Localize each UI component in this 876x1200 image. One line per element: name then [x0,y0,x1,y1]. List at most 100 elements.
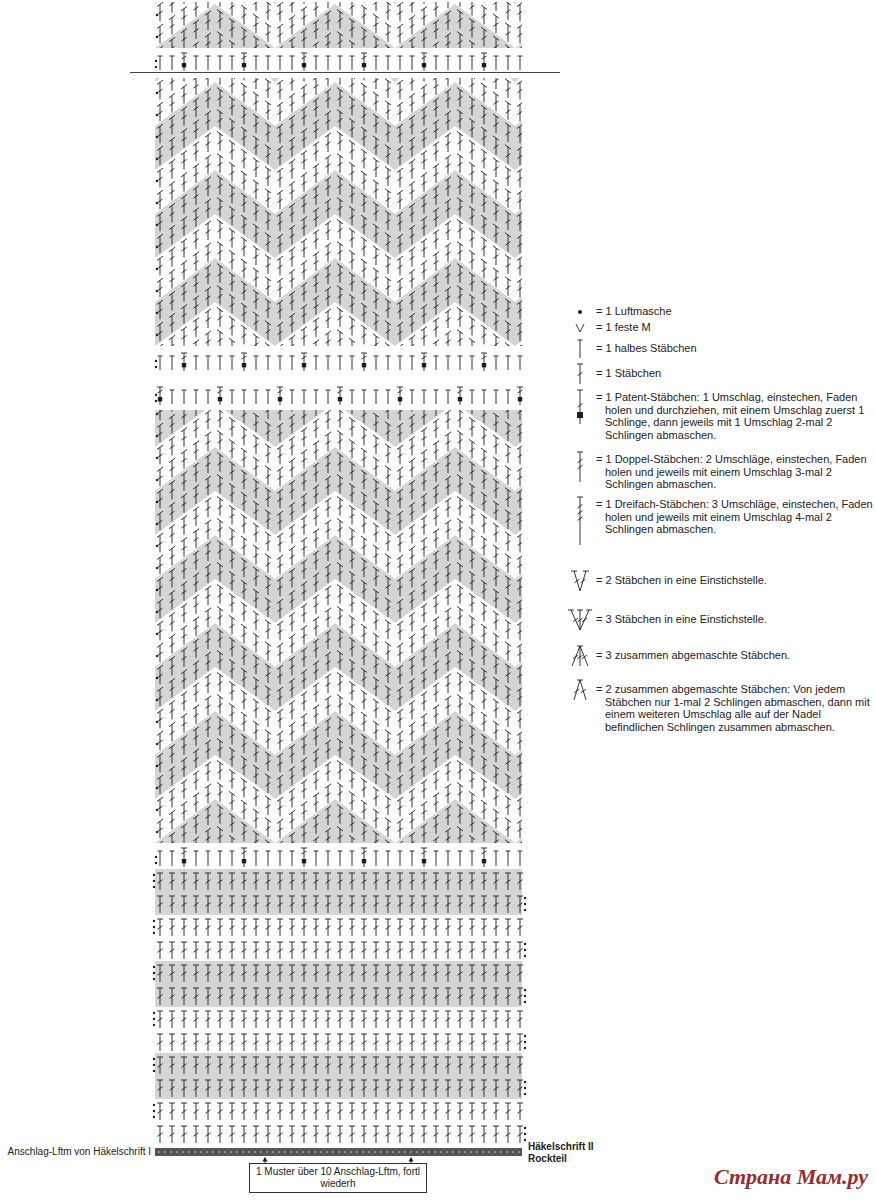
zigzag-section [155,2,522,48]
chain-dot [153,880,155,882]
chain-dot [524,989,526,991]
chain-dot [155,400,157,402]
shaded-band [155,535,522,623]
chain-dot [524,949,526,951]
treble-row [157,1011,523,1028]
foundation-dot [326,1151,328,1153]
chain-dot [524,1139,526,1141]
foundation-dot [428,1151,430,1153]
chain-dot [153,1064,155,1066]
chain-dot [153,920,155,922]
foundation-dot [458,1151,460,1153]
chain-dot [153,1116,155,1118]
treble-row [157,942,523,959]
chain-dot [524,1041,526,1043]
foundation-dot [320,1151,322,1153]
foundation-dot [392,1151,394,1153]
shaded-band [155,170,522,258]
stitch-symbol [576,324,584,332]
legend-text: = 2 Stäbchen in eine Einstichstelle. [596,574,873,587]
chain-dot [155,66,157,68]
foundation-dot [464,1151,466,1153]
shaded-band [155,82,522,170]
foundation-dot [272,1151,274,1153]
foundation-dot [410,1151,412,1153]
foundation-dot [314,1151,316,1153]
foundation-dot [248,1151,250,1153]
legend-text: = 3 Stäbchen in eine Einstichstelle. [596,613,873,626]
shaded-band [155,258,522,346]
chain-dot [524,909,526,911]
stitch-symbol [577,452,583,482]
treble-row [157,1080,523,1097]
chain-dot [524,1081,526,1083]
section-rule [130,72,560,73]
foundation-dot [308,1151,310,1153]
chain-dot [153,1104,155,1106]
patent-row [158,848,523,867]
foundation-dot [164,1151,166,1153]
foundation-dot [386,1151,388,1153]
stitch-symbol [577,364,583,384]
foundation-dot [212,1151,214,1153]
foundation-dot [278,1151,280,1153]
stitch-symbol [571,571,589,591]
patent-row [158,53,523,71]
chain-dot [155,856,157,858]
treble-row [157,896,523,913]
foundation-dot [284,1151,286,1153]
legend-text: = 1 Doppel-Stäbchen: 2 Umschläge, einste… [596,453,873,491]
foundation-dot [422,1151,424,1153]
foundation-dot [476,1151,478,1153]
zigzag-stitches [157,410,522,843]
chain-dot [524,1127,526,1129]
shaded-row [155,1076,522,1099]
foundation-dot [452,1151,454,1153]
foundation-dot [224,1151,226,1153]
shaded-band [155,623,522,711]
foundation-dot [374,1151,376,1153]
shaded-band [155,447,522,535]
foundation-dot [344,1151,346,1153]
foundation-dot [206,1151,208,1153]
shaded-row [155,984,522,1007]
foundation-dot [362,1151,364,1153]
foundation-dot [182,1151,184,1153]
chart-title: Häkelschrift II Rockteil [528,1141,612,1165]
foundation-dot [290,1151,292,1153]
foundation-dot [236,1151,238,1153]
legend-text: = 3 zusammen abgemaschte Stäbchen. [596,649,873,662]
foundation-dot [260,1151,262,1153]
legend-text: = 1 Luftmasche [596,305,873,318]
chain-dot [153,1110,155,1112]
chain-dot [578,310,582,314]
repeat-note-box: 1 Muster über 10 Anschlag-Lftm, fortl wi… [249,1163,427,1193]
foundation-dot [302,1151,304,1153]
treble-row [157,919,523,936]
foundation-dot [500,1151,502,1153]
repeat-arrow-head [263,1157,268,1162]
foundation-dot [440,1151,442,1153]
chain-dot [524,943,526,945]
foundation-dot [512,1151,514,1153]
legend-text: = 1 feste M [596,321,873,334]
chain-dot [524,1133,526,1135]
treble-row [157,1034,523,1051]
treble-row [157,873,523,890]
foundation-dot [158,1151,160,1153]
legend-text: = 1 Stäbchen [596,367,873,380]
shaded-row [155,892,522,915]
foundation-dot [398,1151,400,1153]
chain-dot [153,1070,155,1072]
foundation-dot [230,1151,232,1153]
shaded-row [155,869,522,892]
chain-dot [153,932,155,934]
chain-dot [153,1058,155,1060]
shaded-band [155,78,522,82]
foundation-dot [494,1151,496,1153]
foundation-dot [488,1151,490,1153]
foundation-dot [242,1151,244,1153]
chain-dot [155,60,157,62]
zigzag-stitches [157,2,522,48]
